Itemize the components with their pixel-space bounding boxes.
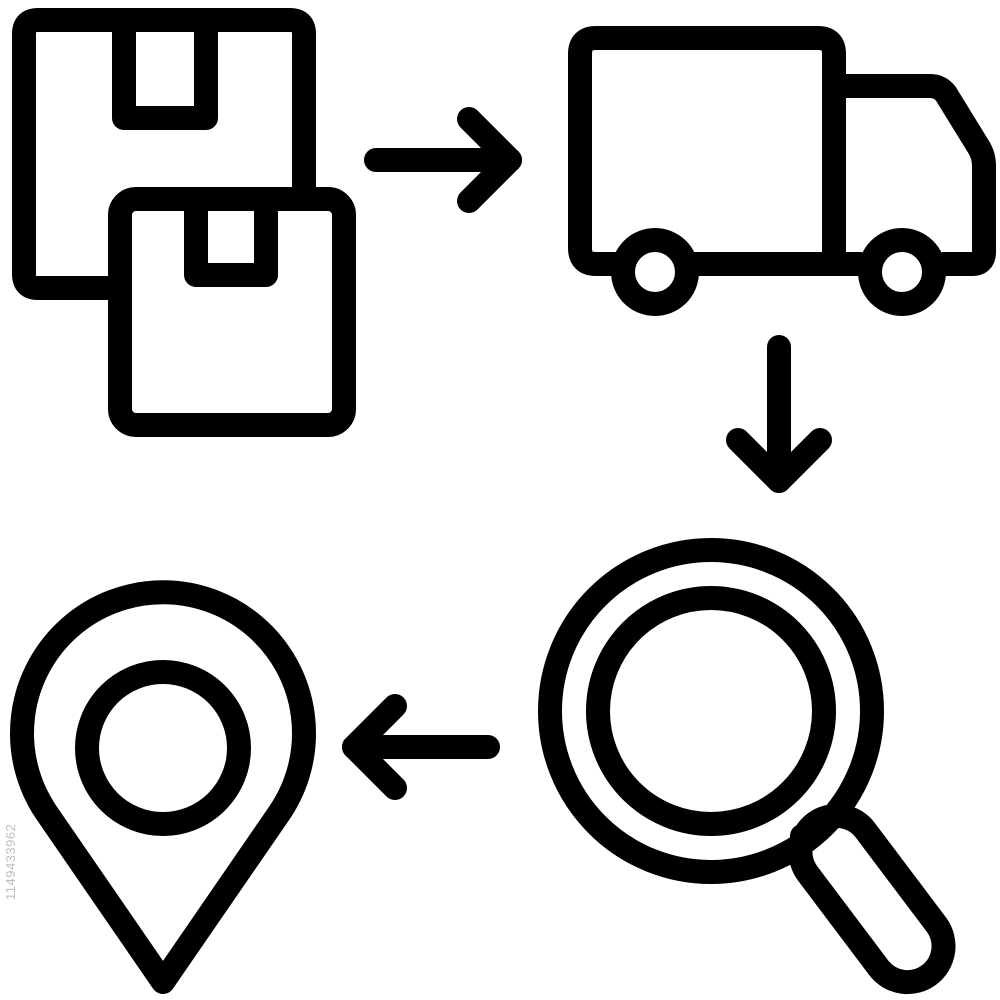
stock-id-watermark: 1149433962: [3, 823, 18, 901]
location-pin-icon: [10, 580, 316, 994]
arrow-left-icon: [342, 694, 500, 800]
boxes-icon: [12, 8, 356, 437]
delivery-truck-icon: [568, 26, 996, 316]
arrow-right-icon: [364, 107, 522, 213]
magnifying-glass-icon: [538, 538, 956, 995]
arrow-down-icon: [726, 335, 832, 493]
